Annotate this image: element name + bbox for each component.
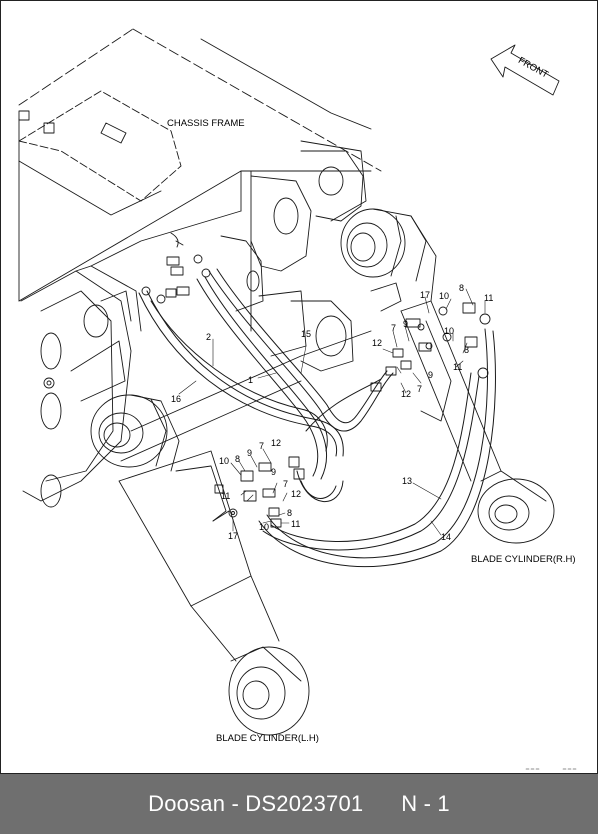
part-number-8-rh-top: 8 (459, 283, 464, 293)
footer-part-number: Doosan - DS2023701 N - 1 (148, 791, 450, 816)
part-number-9-rh-top: 9 (403, 319, 408, 329)
part-number-11-rh-bottom: 11 (453, 362, 462, 372)
diagram-frame: CHASSIS FRAME FRONT BLADE CYLINDER(R.H) … (0, 0, 598, 774)
part-number-10-rh-top: 10 (439, 291, 449, 301)
part-number-9-lh-bottom: 9 (271, 467, 276, 477)
blade-cylinder-lh (90, 394, 310, 736)
part-number-7-lh-top: 7 (259, 441, 264, 451)
part-number-16: 16 (171, 394, 181, 404)
part-number-10-lh-bottom: 10 (259, 522, 269, 532)
part-number-15: 15 (301, 329, 311, 339)
part-number-11-lh-bottom: 11 (291, 519, 300, 529)
blade-cylinder-rh-label: BLADE CYLINDER(R.H) (471, 554, 576, 565)
part-number-8-rh-bottom: 8 (464, 345, 469, 355)
part-number-12-lh-top: 12 (271, 438, 281, 448)
part-number-9-rh-bottom: 9 (428, 370, 433, 380)
part-number-12-rh-top: 12 (372, 338, 382, 348)
part-number-14: 14 (441, 532, 451, 542)
part-number-10-rh-bottom: 10 (444, 326, 454, 336)
part-number-11-rh-top: 11 (484, 293, 493, 303)
part-number-17-lh: 17 (228, 531, 238, 541)
hydraulic-diagram: CHASSIS FRAME FRONT BLADE CYLINDER(R.H) … (18, 28, 577, 770)
chassis-frame-label: CHASSIS FRAME (167, 118, 245, 129)
part-number-10-lh-top: 10 (219, 456, 229, 466)
footer-bar: Doosan - DS2023701 N - 1 (0, 774, 598, 834)
part-number-7-rh-bottom: 7 (417, 384, 422, 394)
blade-cylinder-rh (340, 208, 555, 544)
leader-lines (178, 288, 486, 536)
blade-cylinder-lh-label: BLADE CYLINDER(L.H) (216, 733, 319, 744)
part-number-8-lh-top: 8 (235, 454, 240, 464)
part-number-2: 2 (206, 332, 211, 342)
part-number-11-lh-top: 11 (221, 491, 230, 501)
part-number-12-lh-bottom: 12 (291, 489, 301, 499)
part-number-13: 13 (402, 476, 412, 486)
part-number-8-lh-bottom: 8 (287, 508, 292, 518)
fittings (141, 254, 491, 528)
part-number-7-rh-top: 7 (391, 323, 396, 333)
front-arrow (490, 44, 560, 96)
part-number-1: 1 (248, 375, 253, 385)
part-number-9-lh-top: 9 (247, 448, 252, 458)
part-number-17-rh: 17 (420, 290, 430, 300)
part-number-7-lh-bottom: 7 (283, 479, 288, 489)
chassis-frame (18, 28, 382, 508)
part-number-12-rh-bottom: 12 (401, 389, 411, 399)
